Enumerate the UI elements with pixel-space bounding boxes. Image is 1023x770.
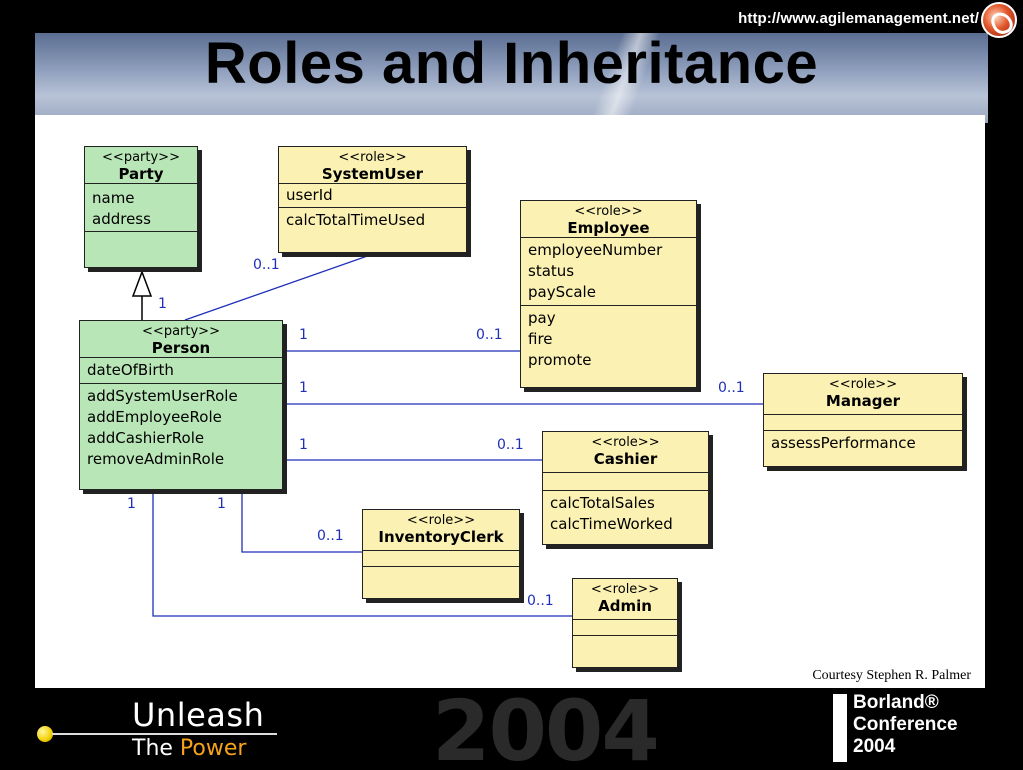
multiplicity-employee-person: 1 <box>299 327 308 343</box>
conference-line: Conference <box>853 714 958 735</box>
slide-title: Roles and Inheritance <box>204 31 819 96</box>
multiplicity-cashier-role: 0..1 <box>497 437 524 453</box>
stereotype: <<party>> <box>142 324 220 339</box>
operation: calcTimeWorked <box>550 515 673 533</box>
class-person: <<party>> Person dateOfBirth addSystemUs… <box>79 320 283 490</box>
footer-year-watermark: 2004 <box>432 682 660 770</box>
attributes <box>573 619 677 635</box>
multiplicity-clerk-role: 0..1 <box>317 528 344 544</box>
attributes <box>543 472 708 490</box>
courtesy-credit: Courtesy Stephen R. Palmer <box>812 668 971 683</box>
operation: addSystemUserRole <box>87 387 238 405</box>
operation: addCashierRole <box>87 429 205 447</box>
footer-divider <box>52 733 277 735</box>
stereotype: <<role>> <box>591 435 660 450</box>
conference-line: 2004 <box>853 736 896 757</box>
attribute: address <box>92 210 151 228</box>
generalization-arrowhead <box>131 269 153 297</box>
multiplicity-admin-role: 0..1 <box>527 593 554 609</box>
class-name: Party <box>118 165 164 183</box>
operations: calcTotalSales calcTimeWorked <box>543 490 708 537</box>
stereotype: <<role>> <box>406 513 476 528</box>
assoc-person-systemuser <box>184 252 377 321</box>
attributes: employeeNumber status payScale <box>521 237 696 305</box>
operation: removeAdminRole <box>87 450 225 468</box>
class-name: InventoryClerk <box>378 528 504 546</box>
yellow-dot-icon <box>37 726 53 742</box>
multiplicity-admin-person: 1 <box>127 496 136 512</box>
multiplicity-employee-role: 0..1 <box>476 327 503 343</box>
class-cashier: <<role>> Cashier calcTotalSales calcTime… <box>542 431 709 545</box>
multiplicity-systemuser-role: 0..1 <box>253 257 280 273</box>
attribute: dateOfBirth <box>87 361 174 379</box>
stereotype: <<role>> <box>574 204 643 219</box>
attribute: employeeNumber <box>528 241 663 259</box>
operation: pay <box>528 309 556 327</box>
agile-logo-icon <box>981 2 1017 38</box>
borland-logo: Borland <box>807 694 847 762</box>
operations <box>363 566 519 596</box>
attribute: status <box>528 262 575 280</box>
class-name: Manager <box>825 392 901 410</box>
stereotype: <<party>> <box>102 150 180 165</box>
operations <box>573 635 677 665</box>
class-systemuser: <<role>> SystemUser userId calcTotalTime… <box>278 146 467 253</box>
operations: assessPerformance <box>764 430 962 456</box>
operation: assessPerformance <box>771 434 916 452</box>
operations: pay fire promote <box>521 305 696 373</box>
operations: addSystemUserRole addEmployeeRole addCas… <box>80 383 282 472</box>
class-name: Admin <box>598 597 652 615</box>
stereotype: <<role>> <box>828 377 898 392</box>
operation: promote <box>528 351 592 369</box>
attribute: payScale <box>528 283 596 301</box>
operation: addEmployeeRole <box>87 408 222 426</box>
class-party: <<party>> Party name address <box>84 146 198 268</box>
class-manager: <<role>> Manager assessPerformance <box>763 373 963 467</box>
class-name: Employee <box>567 219 650 237</box>
class-inventoryclerk: <<role>> InventoryClerk <box>362 509 520 599</box>
borland-logo-text: Borland <box>807 704 819 746</box>
class-admin: <<role>> Admin <box>572 578 678 668</box>
multiplicity-clerk-person: 1 <box>217 496 226 512</box>
header-url: http://www.agilemanagement.net/ <box>738 10 979 27</box>
tagline-prefix: The <box>132 736 173 761</box>
class-name: Cashier <box>593 450 658 468</box>
class-name: Person <box>151 339 211 357</box>
footer-tagline-unleash: Unleash <box>132 696 265 734</box>
stereotype: <<role>> <box>338 150 407 165</box>
operation: calcTotalTimeUsed <box>286 211 426 229</box>
attribute: userId <box>286 186 333 204</box>
header-background <box>35 33 988 123</box>
tagline-accent: Power <box>179 736 247 761</box>
footer <box>0 688 1023 770</box>
operation: fire <box>528 330 553 348</box>
operation: calcTotalSales <box>550 494 655 512</box>
multiplicity-manager-role: 0..1 <box>718 380 745 396</box>
footer-tagline-power: The Power <box>132 736 246 761</box>
attribute: name <box>92 189 135 207</box>
multiplicity-systemuser-person: 1 <box>158 296 167 312</box>
conference-line: Borland® <box>853 692 939 713</box>
multiplicity-manager-person: 1 <box>299 380 308 396</box>
operations: calcTotalTimeUsed <box>279 207 466 233</box>
multiplicity-cashier-person: 1 <box>299 437 308 453</box>
operations <box>85 231 197 265</box>
attributes <box>363 550 519 566</box>
assoc-person-clerk <box>241 490 362 553</box>
attributes: name address <box>85 183 197 231</box>
conference-label: Borland® Conference 2004 <box>853 692 958 758</box>
attributes: dateOfBirth <box>80 357 282 383</box>
attributes <box>764 414 962 430</box>
class-employee: <<role>> Employee employeeNumber status … <box>520 200 697 388</box>
assoc-person-admin <box>152 490 572 617</box>
stereotype: <<role>> <box>590 582 660 597</box>
class-name: SystemUser <box>321 165 424 183</box>
attributes: userId <box>279 183 466 207</box>
